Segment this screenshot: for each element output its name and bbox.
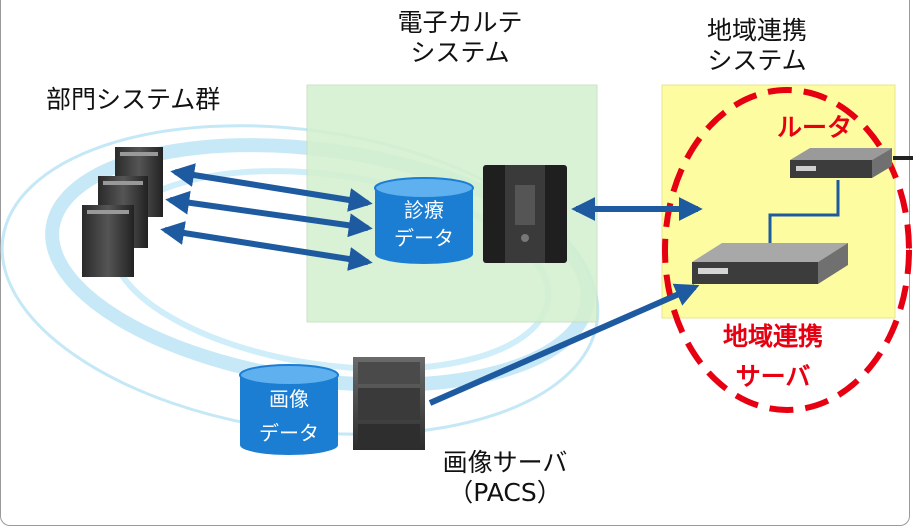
router-label: ルータ bbox=[777, 113, 853, 142]
data-arrows bbox=[160, 163, 703, 406]
regional-server-icon bbox=[692, 243, 848, 284]
arrow-dept-emr-3 bbox=[160, 221, 373, 271]
image-data-cylinder bbox=[239, 364, 339, 455]
medical-data-label: 診療データ bbox=[394, 198, 454, 250]
medical-data-cylinder bbox=[374, 177, 474, 264]
emr-server-icon bbox=[483, 165, 567, 263]
router-server-link bbox=[768, 180, 840, 255]
emr-system-label: 電子カルテシステム bbox=[397, 8, 523, 67]
regional-system-label: 地域連携システム bbox=[706, 16, 807, 75]
image-data-label: 画像データ bbox=[259, 387, 319, 445]
regional-server-label: 地域連携サーバ bbox=[722, 322, 823, 391]
pacs-label: 画像サーバ（PACS） bbox=[442, 448, 568, 507]
pacs-server-icon bbox=[353, 357, 425, 450]
arrow-pacs-regional bbox=[428, 283, 700, 406]
router-icon bbox=[790, 148, 892, 178]
department-servers bbox=[82, 147, 163, 277]
department-systems-label: 部門システム群 bbox=[46, 85, 221, 114]
regional-server-highlight bbox=[662, 87, 912, 413]
